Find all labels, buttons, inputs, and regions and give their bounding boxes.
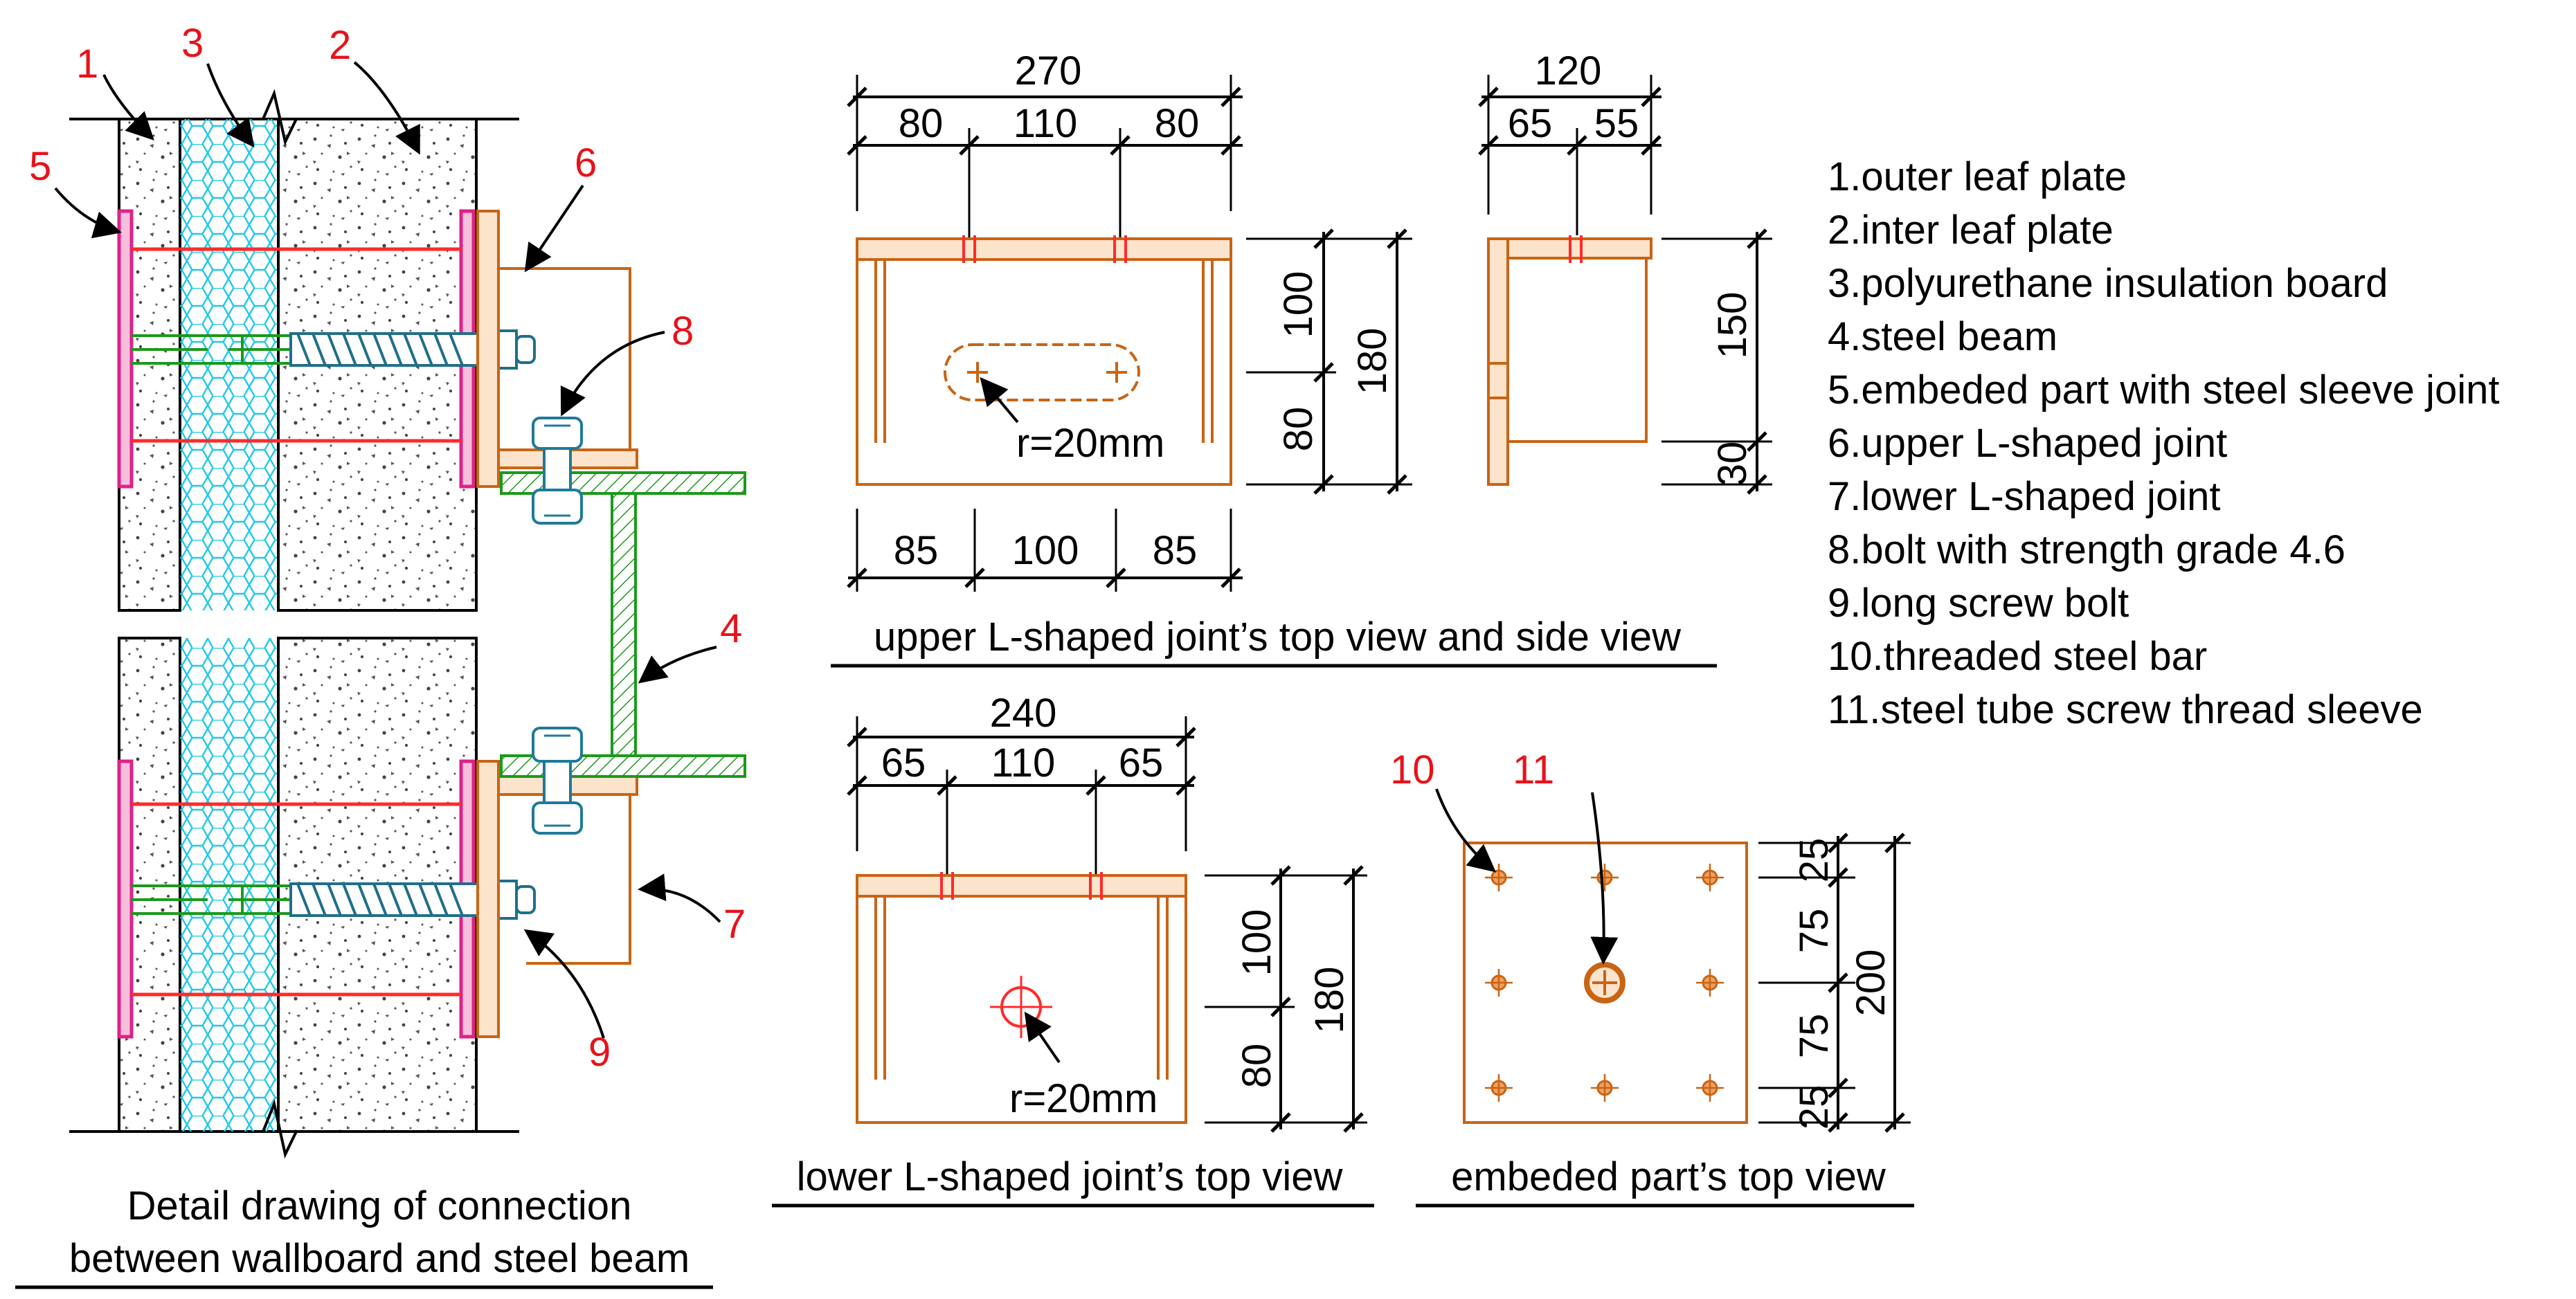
legend-item-7: 7.lower L-shaped joint <box>1828 474 2220 519</box>
upper-top-slot <box>944 343 1140 401</box>
callout-1: 1 <box>76 42 98 87</box>
upper-top-dim-85-right: 85 <box>1153 528 1198 573</box>
upper-views-caption: upper L-shaped joint’s top view and side… <box>874 615 1682 660</box>
legend-item-8: 8.bolt with strength grade 4.6 <box>1828 527 2345 572</box>
callout-6: 6 <box>575 140 597 185</box>
embedded-dim-75-upper: 75 <box>1792 909 1837 954</box>
upper-side-dim-55: 55 <box>1594 101 1639 146</box>
callout-5: 5 <box>29 144 51 189</box>
upper-top-dim-110: 110 <box>1014 101 1077 146</box>
upper-side-vertical-plate <box>1487 237 1509 486</box>
legend-item-10: 10.threaded steel bar <box>1828 634 2207 679</box>
callout-11: 11 <box>1513 747 1554 792</box>
embedded-plate-outer-upper <box>117 209 134 489</box>
legend-item-3: 3.polyurethane insulation board <box>1828 261 2388 306</box>
embedded-top-plate <box>1463 842 1748 1124</box>
upper-top-dim-100: 100 <box>1276 271 1321 338</box>
upper-top-radius: r=20mm <box>1016 421 1164 466</box>
lower-top-radius: r=20mm <box>1009 1076 1158 1121</box>
upper-side-dim-30: 30 <box>1710 442 1755 487</box>
lower-top-dim-65-left: 65 <box>881 741 926 785</box>
lower-top-dim-110: 110 <box>991 741 1055 785</box>
embedded-top-view: 10 11 25 75 75 25 200 <box>1390 747 1911 1133</box>
callout-9: 9 <box>588 1030 611 1075</box>
lower-top-flange <box>856 874 1187 898</box>
upper-top-dim-85-left: 85 <box>894 528 939 573</box>
legend-item-5: 5.embeded part with steel sleeve joint <box>1828 367 2499 412</box>
upper-top-dim-80-right: 80 <box>1155 101 1200 146</box>
embedded-dim-25-bottom: 25 <box>1792 1085 1837 1130</box>
steel-beam <box>500 471 746 778</box>
detail-caption-line1: Detail drawing of connection <box>127 1183 632 1228</box>
upper-top-dim-270: 270 <box>1015 48 1082 93</box>
break-mark-bottom <box>262 1099 298 1159</box>
legend: 1.outer leaf plate 2.inter leaf plate 3.… <box>1828 154 2499 732</box>
lower-top-view: 240 65 110 65 r=20mm <box>847 691 1367 1133</box>
callout-2: 2 <box>329 23 351 68</box>
upper-top-view: 270 80 110 80 <box>847 48 1412 592</box>
embedded-dim-75-lower: 75 <box>1792 1014 1837 1059</box>
legend-item-4: 4.steel beam <box>1828 314 2057 359</box>
lower-l-joint <box>476 760 638 1038</box>
detail-drawing: 1 3 2 5 6 8 4 7 9 Detail drawing of conn… <box>15 21 746 1289</box>
embedded-plate-outer-lower <box>117 759 134 1039</box>
lower-top-dim-80: 80 <box>1234 1044 1279 1089</box>
lower-top-dim-100: 100 <box>1234 909 1279 976</box>
upper-top-dim-80-left: 80 <box>899 101 944 146</box>
callout-4: 4 <box>720 606 742 651</box>
lower-view-caption: lower L-shaped joint’s top view <box>797 1154 1344 1199</box>
upper-top-dim-180: 180 <box>1350 328 1395 395</box>
legend-item-2: 2.inter leaf plate <box>1828 208 2114 253</box>
callout-8: 8 <box>672 309 694 354</box>
callout-10: 10 <box>1390 747 1435 792</box>
upper-top-dim-100-bottom: 100 <box>1012 528 1079 573</box>
embedded-dim-200: 200 <box>1848 950 1893 1017</box>
legend-item-6: 6.upper L-shaped joint <box>1828 421 2227 466</box>
upper-side-dim-120: 120 <box>1535 48 1602 93</box>
lower-top-dim-65-right: 65 <box>1119 741 1164 785</box>
bolt-grade-4-6-upper <box>532 417 583 525</box>
legend-item-9: 9.long screw bolt <box>1828 581 2129 626</box>
upper-side-dim-65: 65 <box>1508 101 1553 146</box>
upper-side-view: 120 65 55 150 30 <box>1478 48 1772 495</box>
upper-side-dim-150: 150 <box>1710 292 1755 359</box>
sleeve-joint-upper <box>132 334 292 365</box>
embedded-view-caption: embeded part’s top view <box>1451 1154 1886 1199</box>
upper-top-flange <box>856 237 1232 261</box>
legend-item-1: 1.outer leaf plate <box>1828 154 2127 199</box>
callout-7: 7 <box>723 902 746 947</box>
embedded-dim-25-top: 25 <box>1792 838 1837 883</box>
sleeve-joint-lower <box>132 884 292 915</box>
detail-caption-line2: between wallboard and steel beam <box>69 1236 690 1281</box>
callout-leaders <box>54 61 721 1039</box>
upper-top-dim-80-side: 80 <box>1276 407 1321 452</box>
legend-item-11: 11.steel tube screw thread sleeve <box>1828 687 2423 732</box>
bolt-grade-4-6-lower <box>532 727 583 835</box>
callout-3: 3 <box>181 21 204 66</box>
break-mark-top <box>262 89 298 146</box>
lower-top-dim-240: 240 <box>990 691 1057 736</box>
lower-top-dim-180: 180 <box>1307 967 1352 1034</box>
